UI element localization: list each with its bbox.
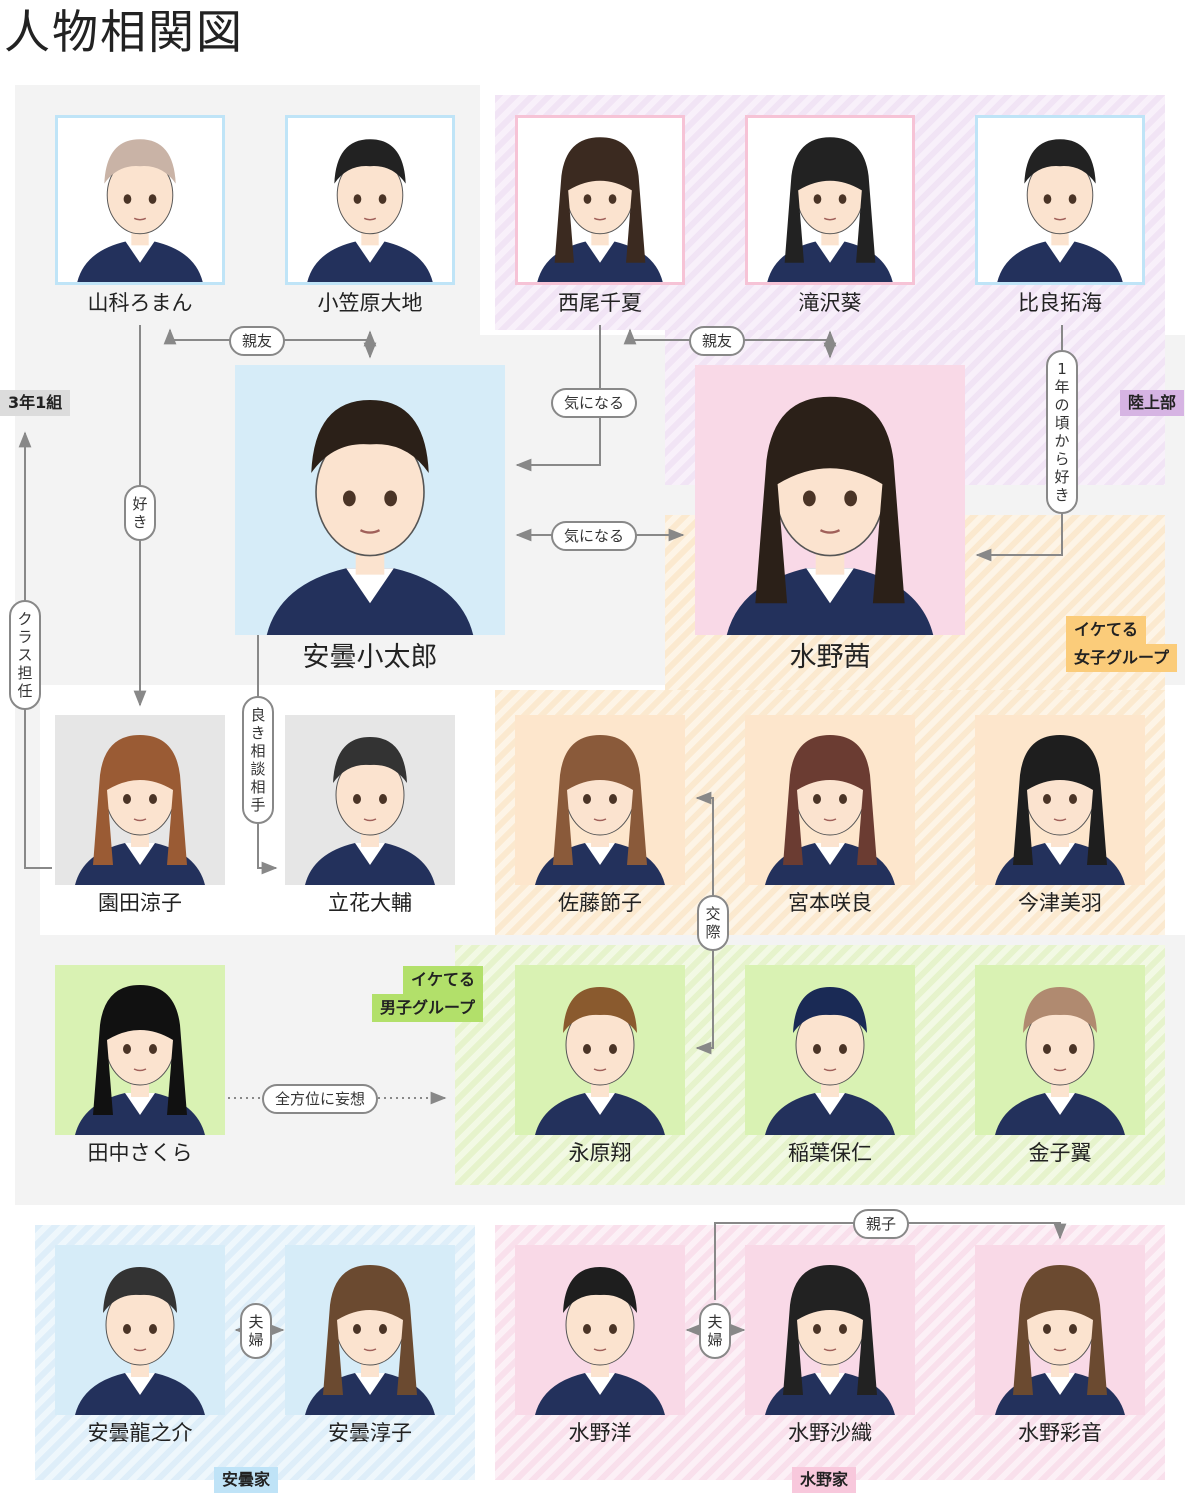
portrait-yamashina (55, 115, 225, 285)
character-name-yamashina: 山科ろまん (87, 291, 193, 315)
portrait-kaneko (975, 965, 1145, 1135)
character-name-saori: 水野沙織 (788, 1421, 872, 1445)
group-tag-azumi: 安曇家 (214, 1467, 279, 1493)
label-yoki-sodan: 良き相談相手 (242, 696, 274, 824)
portrait-nagahara (515, 965, 685, 1135)
portrait-inaba (745, 965, 915, 1135)
portrait-tachibana (285, 715, 455, 885)
group-tag-class: 3年1組 (0, 390, 71, 416)
character-name-akane: 水野茜 (789, 642, 871, 673)
portrait-miyamoto (745, 715, 915, 885)
label-oyako: 親子 (853, 1209, 910, 1239)
group-tag-rikujo: 陸上部 (1120, 390, 1185, 416)
group-tag-girls: イケてる 女子グループ (1066, 616, 1185, 672)
label-suki: 好き (124, 485, 156, 541)
label-kosai: 交際 (697, 895, 729, 951)
character-name-sonoda: 園田涼子 (98, 891, 182, 915)
label-fufu-mizuno: 夫婦 (699, 1303, 731, 1359)
character-name-hira: 比良拓海 (1018, 291, 1102, 315)
character-name-inaba: 稲葉保仁 (788, 1141, 872, 1165)
class-zone-left-strip (15, 685, 40, 935)
character-name-imazu: 今津美羽 (1018, 891, 1102, 915)
character-name-takizawa: 滝沢葵 (798, 291, 862, 315)
portrait-junko (285, 1245, 455, 1415)
group-tag-boys-line2: 男子グループ (371, 994, 483, 1022)
character-name-kotaro: 安曇小太郎 (302, 642, 438, 673)
character-name-miyamoto: 宮本咲良 (788, 891, 872, 915)
character-name-tachibana: 立花大輔 (328, 891, 412, 915)
label-shinyu-1: 親友 (229, 326, 286, 356)
portrait-akane (695, 365, 965, 635)
label-kininaru-2: 気になる (551, 521, 638, 551)
group-tag-boys-line1: イケてる (402, 966, 483, 994)
character-name-kaneko: 金子翼 (1028, 1141, 1092, 1165)
page-title: 人物相関図 (4, 5, 244, 59)
portrait-sonoda (55, 715, 225, 885)
portrait-hiroshi (515, 1245, 685, 1415)
label-fufu-azumi: 夫婦 (240, 1303, 272, 1359)
group-tag-girls-line2: 女子グループ (1066, 644, 1178, 672)
label-class-tannin: クラス担任 (9, 600, 41, 710)
group-tag-girls-line1: イケてる (1066, 616, 1147, 644)
group-tag-mizuno: 水野家 (792, 1467, 857, 1493)
character-name-junko: 安曇淳子 (328, 1421, 412, 1445)
character-name-ryunosuke: 安曇龍之介 (87, 1421, 193, 1445)
label-shinyu-2: 親友 (689, 326, 746, 356)
character-name-ayane: 水野彩音 (1018, 1421, 1102, 1445)
portrait-imazu (975, 715, 1145, 885)
character-name-ogasawara: 小笠原大地 (317, 291, 423, 315)
portrait-kotaro (235, 365, 505, 635)
portrait-tanaka (55, 965, 225, 1135)
portrait-hira (975, 115, 1145, 285)
portrait-ogasawara (285, 115, 455, 285)
portrait-saori (745, 1245, 915, 1415)
portrait-sato (515, 715, 685, 885)
character-name-nishio: 西尾千夏 (558, 291, 642, 315)
character-name-sato: 佐藤節子 (558, 891, 642, 915)
character-name-tanaka: 田中さくら (87, 1141, 193, 1165)
portrait-takizawa (745, 115, 915, 285)
character-name-nagahara: 永原翔 (568, 1141, 632, 1165)
portrait-ayane (975, 1245, 1145, 1415)
label-zenhoui: 全方位に妄想 (262, 1084, 379, 1114)
portrait-ryunosuke (55, 1245, 225, 1415)
label-kininaru-1: 気になる (551, 388, 638, 418)
character-name-hiroshi: 水野洋 (568, 1421, 632, 1445)
portrait-nishio (515, 115, 685, 285)
group-tag-boys: イケてる 男子グループ (355, 966, 491, 1022)
